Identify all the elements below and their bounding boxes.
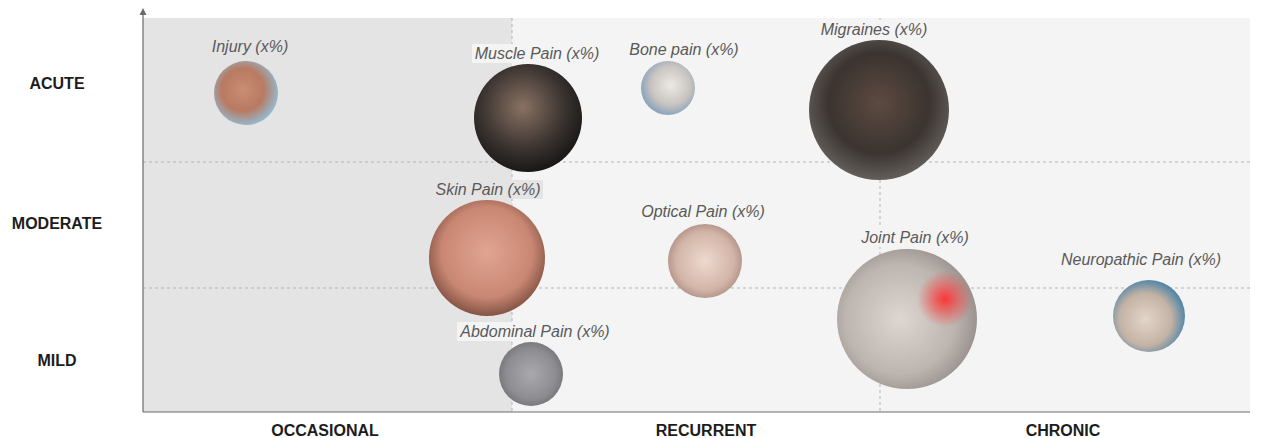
bubble-label: Optical Pain (x%) — [638, 202, 768, 221]
axis-label: OCCASIONAL — [271, 421, 379, 438]
bubble-photo — [641, 61, 695, 115]
axis-label: CHRONIC — [1026, 421, 1101, 438]
bubble-label: Neuropathic Pain (x%) — [1058, 250, 1224, 269]
bubble-circle — [668, 224, 742, 298]
axis-arrow — [140, 8, 147, 15]
axis-label: MILD — [37, 351, 76, 370]
pain-bubble: Injury (x%) — [207, 36, 293, 127]
bubble-photo — [429, 200, 545, 316]
pain-bubble: Migraines (x%) — [807, 19, 951, 182]
bubble-circle — [809, 40, 949, 180]
axis-label: ACUTE — [29, 74, 84, 93]
bubble-label: Muscle Pain (x%) — [472, 44, 602, 63]
pain-bubble: Joint Pain (x%) — [835, 227, 979, 391]
bubble-circle — [214, 61, 278, 125]
bubble-photo — [499, 342, 563, 406]
bubble-label: Bone pain (x%) — [626, 40, 741, 59]
bubble-circle — [499, 342, 563, 406]
x-axis — [143, 411, 1250, 412]
bubble-photo — [668, 224, 742, 298]
bubble-label: Skin Pain (x%) — [433, 180, 544, 199]
pain-bubble: Bone pain (x%) — [624, 39, 743, 117]
bubble-circle — [474, 64, 582, 172]
bubble-label: Joint Pain (x%) — [858, 228, 972, 247]
bubble-photo — [474, 64, 582, 172]
pain-bubble: Muscle Pain (x%) — [470, 43, 604, 174]
bubble-photo — [214, 61, 278, 125]
plot-band — [512, 18, 1250, 412]
pain-bubble: Skin Pain (x%) — [427, 179, 547, 318]
bubble-circle — [837, 249, 977, 389]
bubble-label: Migraines (x%) — [818, 20, 931, 39]
axis-label: MODERATE — [12, 214, 102, 233]
pain-bubble: Abdominal Pain (x%) — [455, 321, 614, 408]
bubble-label: Abdominal Pain (x%) — [457, 322, 612, 341]
bubble-circle — [1113, 280, 1185, 352]
bubble-label: Injury (x%) — [209, 37, 291, 56]
bubble-circle — [641, 61, 695, 115]
bubble-photo — [837, 249, 977, 389]
y-axis — [142, 14, 143, 412]
axis-label: RECURRENT — [656, 421, 756, 438]
grid-line — [143, 162, 1250, 163]
pain-bubble: Optical Pain (x%) — [636, 201, 770, 300]
pain-bubble: Neuropathic Pain (x%) — [1056, 249, 1226, 354]
bubble-photo — [809, 40, 949, 180]
bubble-photo — [1113, 280, 1185, 352]
bubble-circle — [429, 200, 545, 316]
pain-spot — [917, 271, 973, 327]
